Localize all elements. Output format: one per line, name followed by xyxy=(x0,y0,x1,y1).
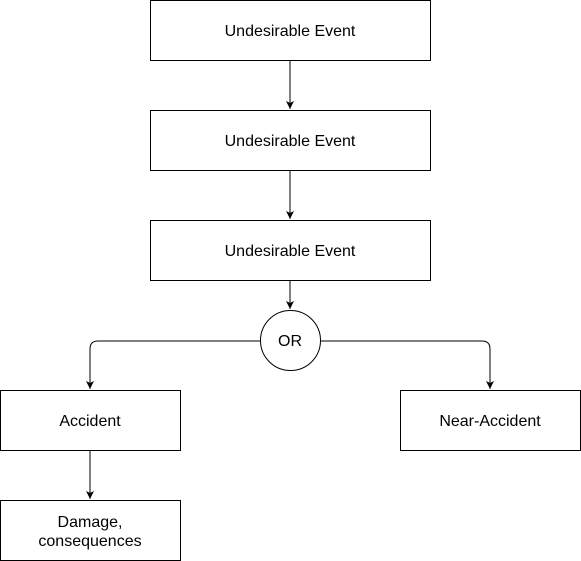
or-gate: OR xyxy=(260,310,321,371)
node-near-accident: Near-Accident xyxy=(400,390,581,451)
node-label: Accident xyxy=(59,413,121,430)
node-damage-consequences: Damage, consequences xyxy=(0,500,181,561)
node-label: Undesirable Event xyxy=(225,23,356,40)
node-label: Near-Accident xyxy=(439,413,541,430)
connectors xyxy=(86,60,494,499)
node-box xyxy=(150,220,431,281)
node-box xyxy=(400,390,581,451)
edge-or-gate-to-near-accident xyxy=(320,340,494,389)
node-box xyxy=(0,390,181,451)
node-undesirable-event-3: Undesirable Event xyxy=(150,220,431,281)
node-undesirable-event-2: Undesirable Event xyxy=(150,110,431,171)
node-box xyxy=(150,0,431,61)
node-box xyxy=(150,110,431,171)
node-label-line-2: consequences xyxy=(38,533,141,550)
node-box xyxy=(0,500,181,561)
node-label-line-1: Damage, xyxy=(58,514,123,531)
or-gate-label: OR xyxy=(278,333,302,350)
edge-or-gate-to-accident xyxy=(86,340,260,389)
node-label: Undesirable Event xyxy=(225,243,356,260)
node-label: Undesirable Event xyxy=(225,133,356,150)
node-accident: Accident xyxy=(0,390,181,451)
node-undesirable-event-1: Undesirable Event xyxy=(150,0,431,61)
or-gate-circle xyxy=(260,310,321,371)
